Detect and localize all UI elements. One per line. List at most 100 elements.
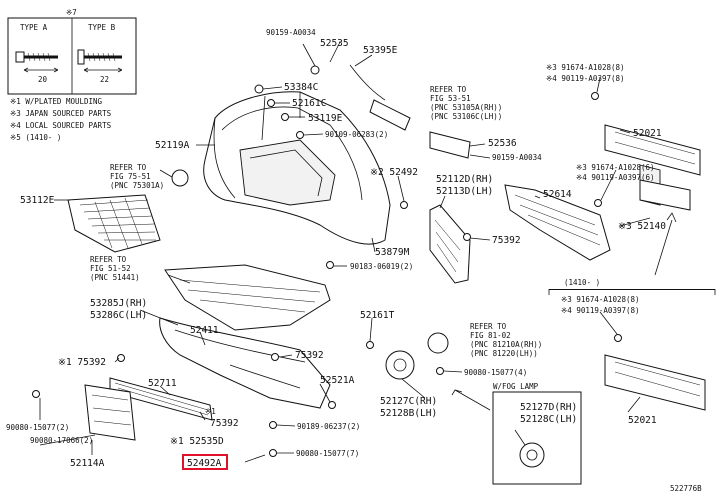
refer-53-51-line3: (PNC 53105A(RH)) [430, 103, 502, 112]
fog-inset-part-drawing [519, 442, 545, 468]
inset2-title: (1410- ) [564, 278, 600, 287]
label-52021-low: 52021 [628, 415, 657, 426]
inset2-rule [549, 289, 715, 290]
label-90119-mid: ※4 90119-A0397(6) [576, 173, 655, 182]
label-90159-a0034-mid: 90159-A0034 [492, 153, 542, 162]
label-90080-15077-bottom: 90080-15077(7) [296, 449, 359, 458]
label-52112d: 52112D(RH) [436, 174, 493, 185]
refer-51-52-line2: FIG 51-52 [90, 264, 131, 273]
type-a-dim: 20 [38, 75, 48, 84]
label-53112e: 53112E [20, 195, 55, 206]
label-52140: ※3 52140 [618, 221, 666, 232]
undercover-drawing [164, 264, 331, 331]
label-53395e: 53395E [363, 45, 398, 56]
refer-51-52-line3: (PNC 51441) [90, 273, 140, 282]
fog-lamp-inset [492, 391, 582, 485]
label-75392-right: 75392 [492, 235, 521, 246]
refer-53-51-line4: (PNC 53106C(LH)) [430, 112, 502, 121]
label-52161c: 52161C [292, 98, 326, 109]
bracket-left-drawing [84, 384, 136, 441]
bracket-52614-drawing [504, 184, 611, 261]
label-90080-15077-4: 90080-15077(4) [464, 368, 527, 377]
label-52535: 52535 [320, 38, 349, 49]
legend-item-5: ※5 (1410- ) [10, 133, 61, 142]
type-a-label: TYPE A [20, 23, 48, 32]
lower-grille-drawing [67, 194, 161, 253]
label-90080-15077-left: 90080-15077(2) [6, 423, 69, 432]
label-52128b: 52128B(LH) [380, 408, 437, 419]
label-75392-low: 75392 [210, 418, 239, 429]
label-75392-low-mark: ※1 [205, 407, 216, 416]
refer-75-51-line3: (PNC 75301A) [110, 181, 164, 190]
label-52521a: 52521A [320, 375, 355, 386]
label-90109-06283: 90109-06283(2) [325, 130, 388, 139]
legend: ※1 W/PLATED MOULDING ※3 JAPAN SOURCED PA… [10, 97, 112, 142]
refer-75-51-line2: FIG 75-51 [110, 172, 151, 181]
label-52114a: 52114A [70, 458, 105, 469]
lower-cover-drawing [159, 317, 331, 409]
label-91674-mid: ※3 91674-A1028(6) [576, 163, 655, 172]
label-52127d: 52127D(RH) [520, 402, 577, 413]
fog-inset-title: W/FOG LAMP [493, 382, 539, 391]
label-53286c: 53286C(LH) [90, 310, 147, 321]
label-53285j: 53285J(RH) [90, 298, 147, 309]
legend-item-4: ※4 LOCAL SOURCED PARTS [10, 121, 112, 130]
label-52711: 52711 [148, 378, 177, 389]
refer-51-52-line1: REFER TO [90, 255, 127, 264]
label-52127c: 52127C(RH) [380, 396, 437, 407]
legend-item-1: ※1 W/PLATED MOULDING [10, 97, 103, 106]
refer-75-51-line1: REFER TO [110, 163, 147, 172]
label-90080-17066: 90080-17066(2) [30, 436, 93, 445]
fog-cover-drawing [385, 332, 449, 380]
leader-lines [39, 41, 651, 463]
side-cover-drawing [429, 204, 471, 284]
label-75392-mid: 75392 [295, 350, 324, 361]
label-91674-low: ※3 91674-A1028(8) [561, 295, 640, 304]
screw-type-a-icon [15, 51, 59, 73]
label-90183-06019: 90183-06019(2) [350, 262, 413, 271]
label-53119e: 53119E [308, 113, 343, 124]
emblem-drawing [171, 169, 189, 187]
refer-81-02-line2: FIG 81-02 [470, 331, 511, 340]
label-52492a: 52492A [187, 458, 222, 469]
inset-mark: ※7 [66, 8, 77, 17]
screw-type-b-icon [77, 49, 123, 73]
label-75392-left: ※1 75392 [58, 357, 106, 368]
type-b-label: TYPE B [88, 23, 116, 32]
refer-81-02-line3: (PNC 81210A(RH)) [470, 340, 542, 349]
label-52535d: ※1 52535D [170, 436, 224, 447]
refer-53-51-line2: FIG 53-51 [430, 94, 471, 103]
highlight-box [182, 454, 228, 470]
absorber-drawing [639, 179, 691, 211]
label-52536: 52536 [488, 138, 517, 149]
spoiler-drawing [109, 377, 213, 421]
label-52411: 52411 [190, 325, 219, 336]
reinforcement-low-drawing [604, 354, 706, 411]
part-labels: 90159-A0034 52535 53395E 53384C 52161C 5… [6, 28, 702, 493]
bumper-cover-drawing [203, 91, 391, 245]
arrow-up-icon [654, 212, 677, 276]
bracket-52536-drawing [429, 131, 471, 159]
label-52119a: 52119A [155, 140, 190, 151]
fastener-inset: ※7 TYPE A TYPE B 20 22 [7, 8, 137, 95]
diagram-id: 522776B [670, 484, 702, 493]
legend-item-3: ※3 JAPAN SOURCED PARTS [10, 109, 112, 118]
label-52021-top: 52021 [633, 128, 662, 139]
label-90119-low: ※4 90119-A0397(8) [561, 306, 640, 315]
arrow-fog-icon [451, 389, 491, 411]
label-90119-top: ※4 90119-A0397(8) [546, 74, 625, 83]
label-53879m: 53879M [375, 247, 410, 258]
label-91674-top: ※3 91674-A1028(8) [546, 63, 625, 72]
label-52113d: 52113D(LH) [436, 186, 493, 197]
moulding-drawing [349, 64, 386, 101]
type-b-dim: 22 [100, 75, 109, 84]
refer-81-02-line1: REFER TO [470, 322, 507, 331]
refer-53-51-line1: REFER TO [430, 85, 467, 94]
label-52614: 52614 [543, 189, 572, 200]
bracket-53384-drawing [369, 99, 411, 131]
label-52128c: 52128C(LH) [520, 414, 577, 425]
fasteners [32, 65, 622, 457]
refer-81-02-line4: (PNC 81220(LH)) [470, 349, 538, 358]
